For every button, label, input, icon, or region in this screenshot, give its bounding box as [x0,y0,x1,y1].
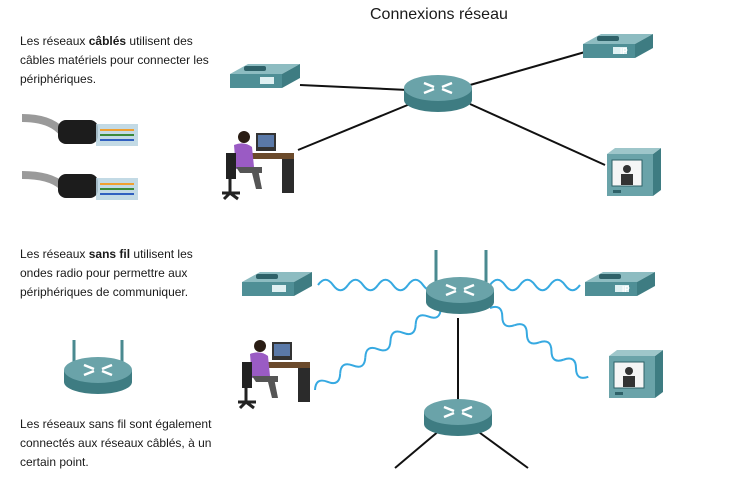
diagram-title: Connexions réseau [370,6,508,23]
ip-phone-icon: IP [583,34,653,58]
wired-text-start: Les réseaux [20,34,89,48]
wireless-router-icon [62,340,134,396]
wireless-ip-label: IP [622,285,630,294]
wireless-keyword: sans fil [88,247,131,261]
wireless-description: Les réseaux sans fil utilisent les ondes… [20,245,220,302]
mixed-network-description: Les réseaux sans fil sont également conn… [20,417,212,469]
workstation-user-icon [220,129,296,201]
wireless-ip-phone-icon: IP [585,272,655,296]
wired-uplinks [394,318,529,469]
phone-icon [230,64,300,88]
ethernet-cable-image [21,114,138,200]
wired-text-end: utilisent des câbles matériels pour conn… [20,34,209,86]
wired-links [297,51,606,166]
wireless-video-monitor-icon [608,349,664,399]
router-icon [402,73,474,114]
wired-keyword: câblés [88,34,127,48]
video-monitor-icon [606,147,662,197]
wireless-phone-icon [242,272,312,296]
core-router-icon [422,397,494,438]
wireless-access-router-icon [424,250,496,316]
wireless-workstation-user-icon [236,338,312,410]
wired-description: Les réseaux câblés utilisent des câbles … [20,32,220,89]
wireless-text-start: Les réseaux [20,247,89,261]
wireless-text-end: utilisent les ondes radio pour permettre… [20,247,193,299]
ip-label: IP [620,47,628,56]
